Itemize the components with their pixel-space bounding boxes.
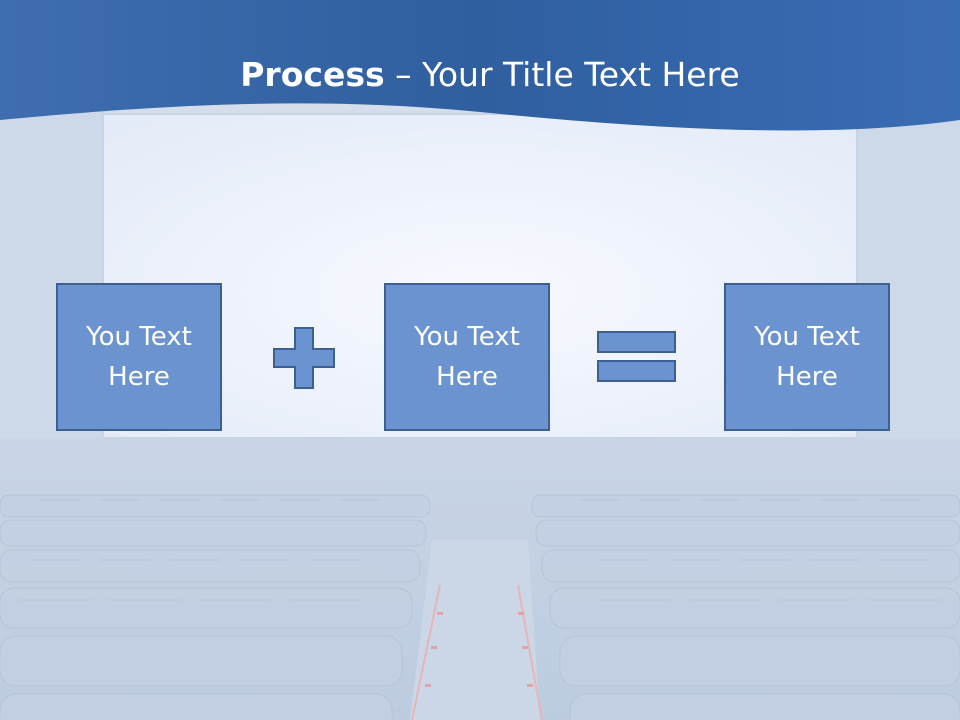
equals-icon [597, 331, 676, 382]
plus-icon [273, 327, 335, 389]
slide-title: Process – Your Title Text Here [0, 52, 960, 98]
process-box-label: You Text Here [86, 322, 192, 392]
process-box-1[interactable]: You Text Here [56, 283, 222, 431]
process-box-label: You Text Here [414, 322, 520, 392]
process-box-label: You Text Here [754, 322, 860, 392]
title-bold: Process [240, 55, 385, 94]
process-box-2[interactable]: You Text Here [384, 283, 550, 431]
title-rest: – Your Title Text Here [384, 55, 740, 94]
process-box-3[interactable]: You Text Here [724, 283, 890, 431]
